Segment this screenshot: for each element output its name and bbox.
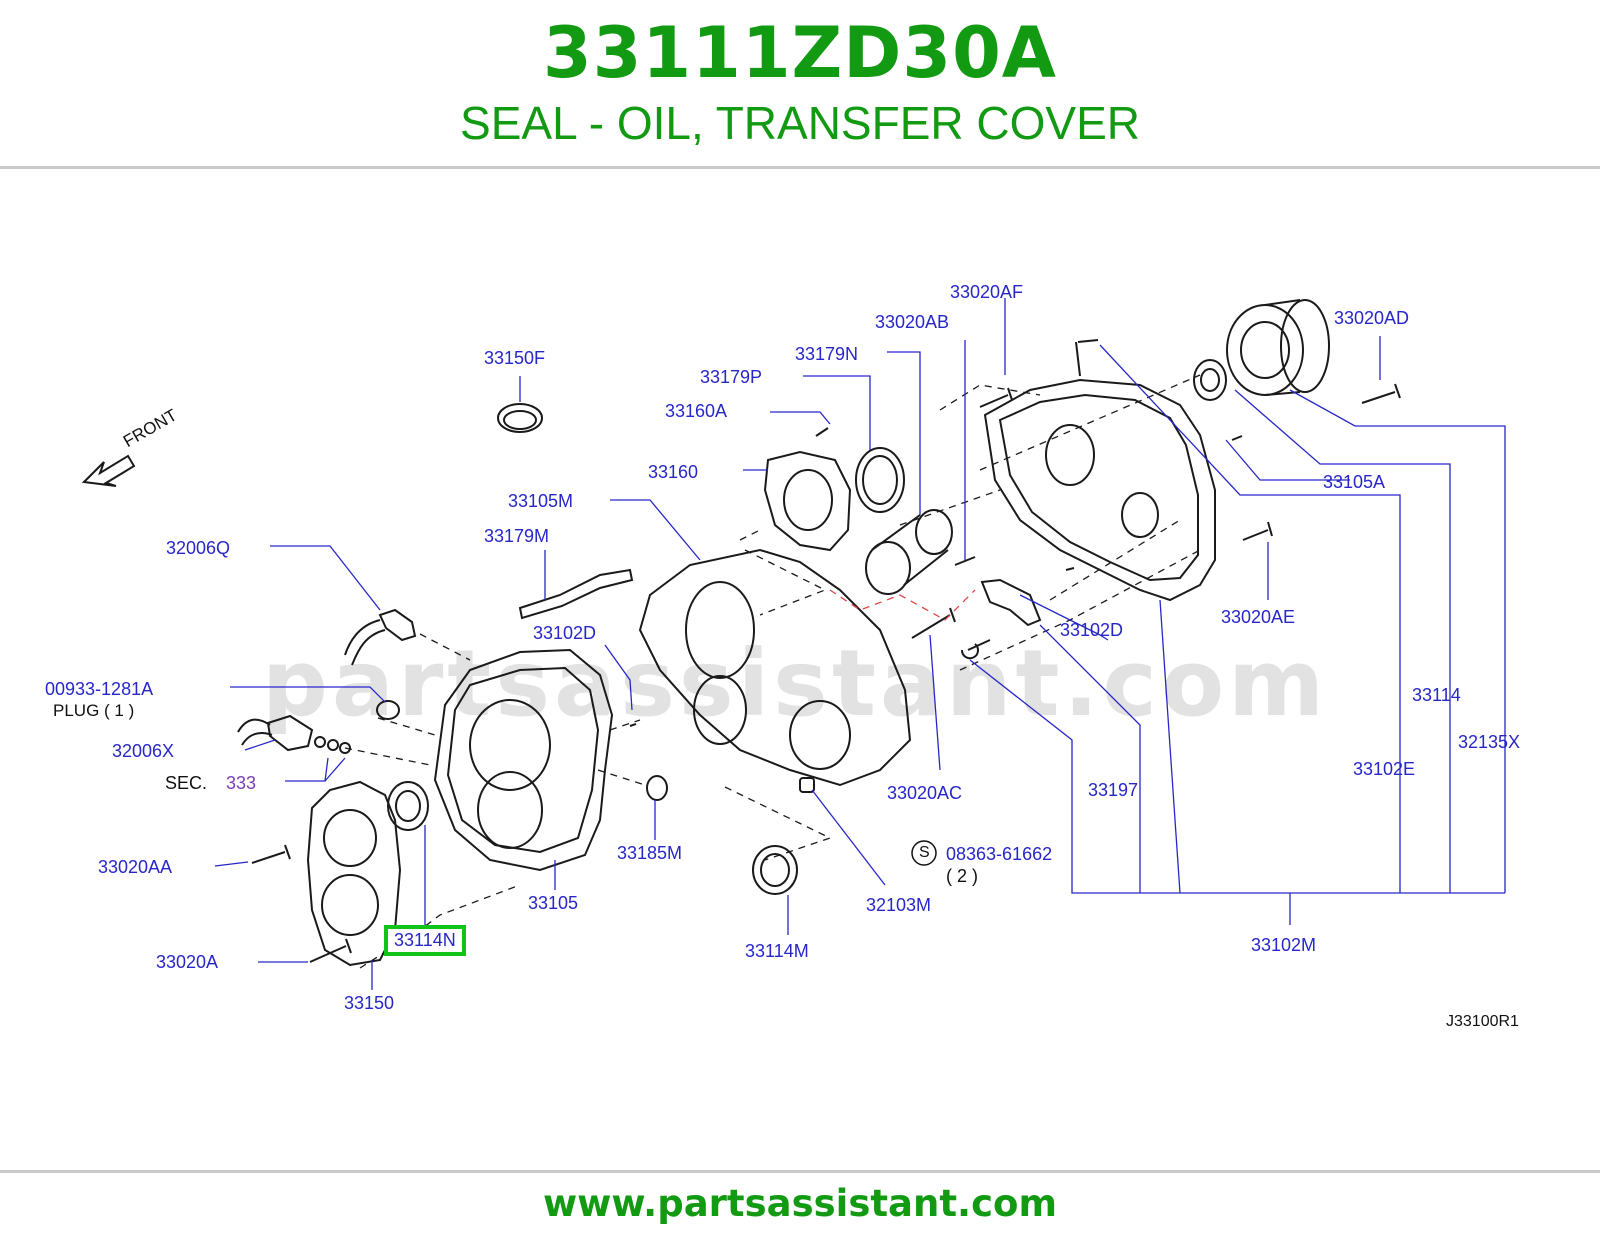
- s-mark-circle: [911, 840, 937, 866]
- label-33105m[interactable]: 33105M: [508, 491, 574, 511]
- label-33114n-highlighted[interactable]: 33114N: [384, 925, 466, 956]
- case-33105m-bore-a: [685, 581, 755, 679]
- label-33160a[interactable]: 33160A: [665, 401, 728, 421]
- bolt-33020ab: [954, 556, 976, 566]
- drawing-id: J33100R1: [1446, 1013, 1519, 1030]
- dowel-33102d-a: [629, 723, 637, 727]
- part-number-title: 33111ZD30A: [543, 12, 1057, 94]
- label-32006q[interactable]: 32006Q: [166, 538, 231, 558]
- label-33102d-right[interactable]: 33102D: [1060, 620, 1124, 640]
- pin-32103m: [799, 777, 815, 793]
- sec-ref-333[interactable]: 333: [226, 773, 257, 793]
- case-33105-bore-a: [469, 699, 551, 791]
- label-33102e[interactable]: 33102E: [1353, 759, 1416, 779]
- clamp-33150f: [497, 403, 543, 433]
- label-33020ab[interactable]: 33020AB: [875, 312, 950, 332]
- switch-32006x: [266, 714, 314, 752]
- bearing-33105a: [1193, 359, 1227, 401]
- label-33114m[interactable]: 33114M: [745, 941, 809, 961]
- bottom-divider: [0, 1170, 1600, 1173]
- bearing-33185m: [646, 775, 668, 801]
- label-33179n[interactable]: 33179N: [795, 344, 859, 364]
- case-33105m-bore-b: [693, 675, 747, 745]
- label-33179m[interactable]: 33179M: [484, 526, 550, 546]
- seal-33179n: [855, 447, 905, 513]
- label-33020aa[interactable]: 33020AA: [98, 857, 173, 877]
- header: 33111ZD30A SEAL - OIL, TRANSFER COVER: [0, 0, 1600, 168]
- label-32006x[interactable]: 32006X: [112, 741, 175, 761]
- label-00933-1281a[interactable]: 00933-1281A: [45, 679, 154, 699]
- label-33102d-left[interactable]: 33102D: [533, 623, 597, 643]
- label-33150[interactable]: 33150: [344, 993, 395, 1013]
- label-33105[interactable]: 33105: [528, 893, 579, 913]
- label-33020ae[interactable]: 33020AE: [1221, 607, 1296, 627]
- label-33020ac[interactable]: 33020AC: [887, 783, 963, 803]
- case-33105: [433, 648, 614, 872]
- bolt-quantity-label: ( 2 ): [946, 866, 979, 886]
- front-arrow-icon: [81, 454, 136, 487]
- case-33102m: [983, 378, 1216, 602]
- bracket-33197: [980, 578, 1042, 627]
- label-33179p[interactable]: 33179P: [700, 367, 763, 387]
- top-divider: [0, 166, 1600, 169]
- label-33020ad[interactable]: 33020AD: [1334, 308, 1410, 328]
- sec-label: SEC.: [165, 773, 208, 793]
- seal-33114m: [752, 845, 798, 895]
- plug-00933: [376, 700, 400, 720]
- sleeve-33020ab: [865, 541, 911, 595]
- bolt-33020aa: [251, 844, 291, 864]
- dowel-33102d-b: [1065, 567, 1075, 571]
- label-33114[interactable]: 33114: [1412, 685, 1461, 705]
- footer-url-link[interactable]: www.partsassistant.com: [542, 1182, 1057, 1225]
- bolt-33020ae: [1242, 521, 1273, 541]
- label-33197[interactable]: 33197: [1088, 780, 1139, 800]
- label-33020a[interactable]: 33020A: [156, 952, 219, 972]
- label-33105a[interactable]: 33105A: [1323, 472, 1386, 492]
- label-32135x[interactable]: 32135X: [1458, 732, 1521, 752]
- bearing-33020ad: [1226, 304, 1304, 396]
- bolt-33020af: [979, 387, 1013, 408]
- bolt-33020a: [309, 938, 352, 963]
- diagram-drawing: [81, 298, 1506, 990]
- label-33160[interactable]: 33160: [648, 462, 699, 482]
- pin-33114: [1075, 339, 1099, 377]
- label-32103m[interactable]: 32103M: [866, 895, 932, 915]
- seal-33114n: [387, 781, 429, 831]
- plug-quantity-label: PLUG ( 1 ): [53, 701, 135, 720]
- switch-32006q: [378, 608, 417, 642]
- bolt-08363: [960, 639, 991, 660]
- retainer-33160: [763, 450, 852, 552]
- label-08363-61662[interactable]: 08363-61662: [946, 844, 1053, 864]
- bolt-33020ad: [1361, 383, 1401, 404]
- case-33105m: [638, 548, 912, 787]
- label-33020af[interactable]: 33020AF: [950, 282, 1024, 302]
- part-description: SEAL - OIL, TRANSFER COVER: [460, 97, 1140, 149]
- label-33185m[interactable]: 33185M: [617, 843, 683, 863]
- exploded-parts-diagram: partsassistant.com: [0, 170, 1600, 1170]
- s-mark: S: [919, 844, 930, 861]
- case-33105m-bore-c: [789, 700, 851, 770]
- label-33150f[interactable]: 33150F: [484, 348, 546, 368]
- label-33102m[interactable]: 33102M: [1251, 935, 1317, 955]
- tube-33179m: [518, 568, 634, 620]
- case-33105-bore-b: [477, 771, 543, 849]
- bolt-33020ac: [911, 607, 956, 639]
- red-assembly-path: [829, 589, 976, 621]
- bolt-33160a: [815, 427, 829, 437]
- dowel-33102e: [1231, 435, 1243, 441]
